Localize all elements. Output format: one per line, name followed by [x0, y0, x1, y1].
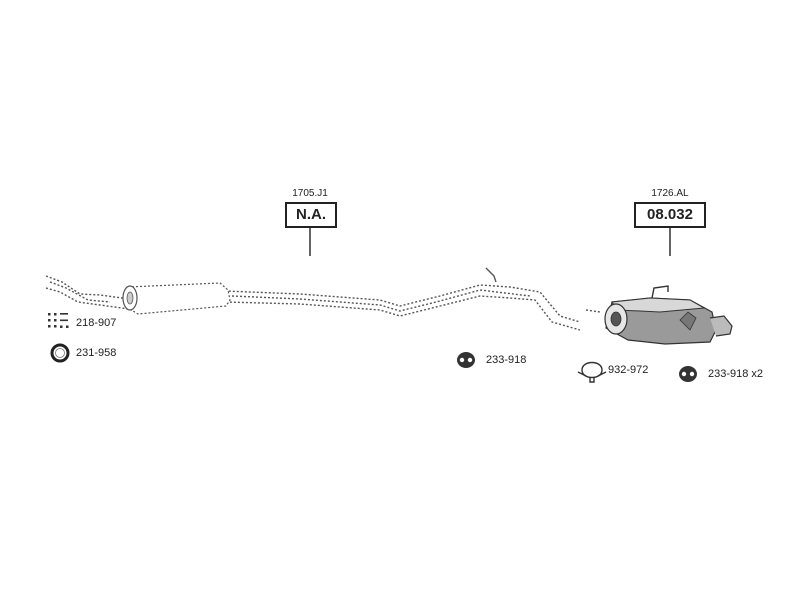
- clamp-icon: [577, 361, 607, 383]
- gasket-ring-label[interactable]: 231-958: [76, 347, 117, 359]
- front-section-part-number[interactable]: N.A.: [285, 202, 337, 228]
- bolt-kit-icon: [48, 313, 69, 328]
- rear-muffler: [585, 285, 733, 345]
- rear-muffler-ref-code: 1726.AL: [651, 188, 689, 199]
- rubber-mount-icon: [457, 352, 475, 368]
- ring-gasket-icon: [50, 343, 70, 363]
- rubber-mount-center-label[interactable]: 233-918: [486, 354, 527, 366]
- clamp-kit-label[interactable]: 218-907: [76, 317, 117, 329]
- clamp-label[interactable]: 932-972: [608, 364, 649, 376]
- center-muffler: [122, 282, 231, 315]
- front-section-ref-code: 1705.J1: [292, 188, 328, 199]
- rubber-mount-rear-label[interactable]: 233-918 x2: [708, 368, 764, 380]
- front-exhaust-pipe: [45, 267, 581, 331]
- rubber-mount-icon: [679, 366, 697, 382]
- rear-muffler-part-number[interactable]: 08.032: [634, 202, 706, 228]
